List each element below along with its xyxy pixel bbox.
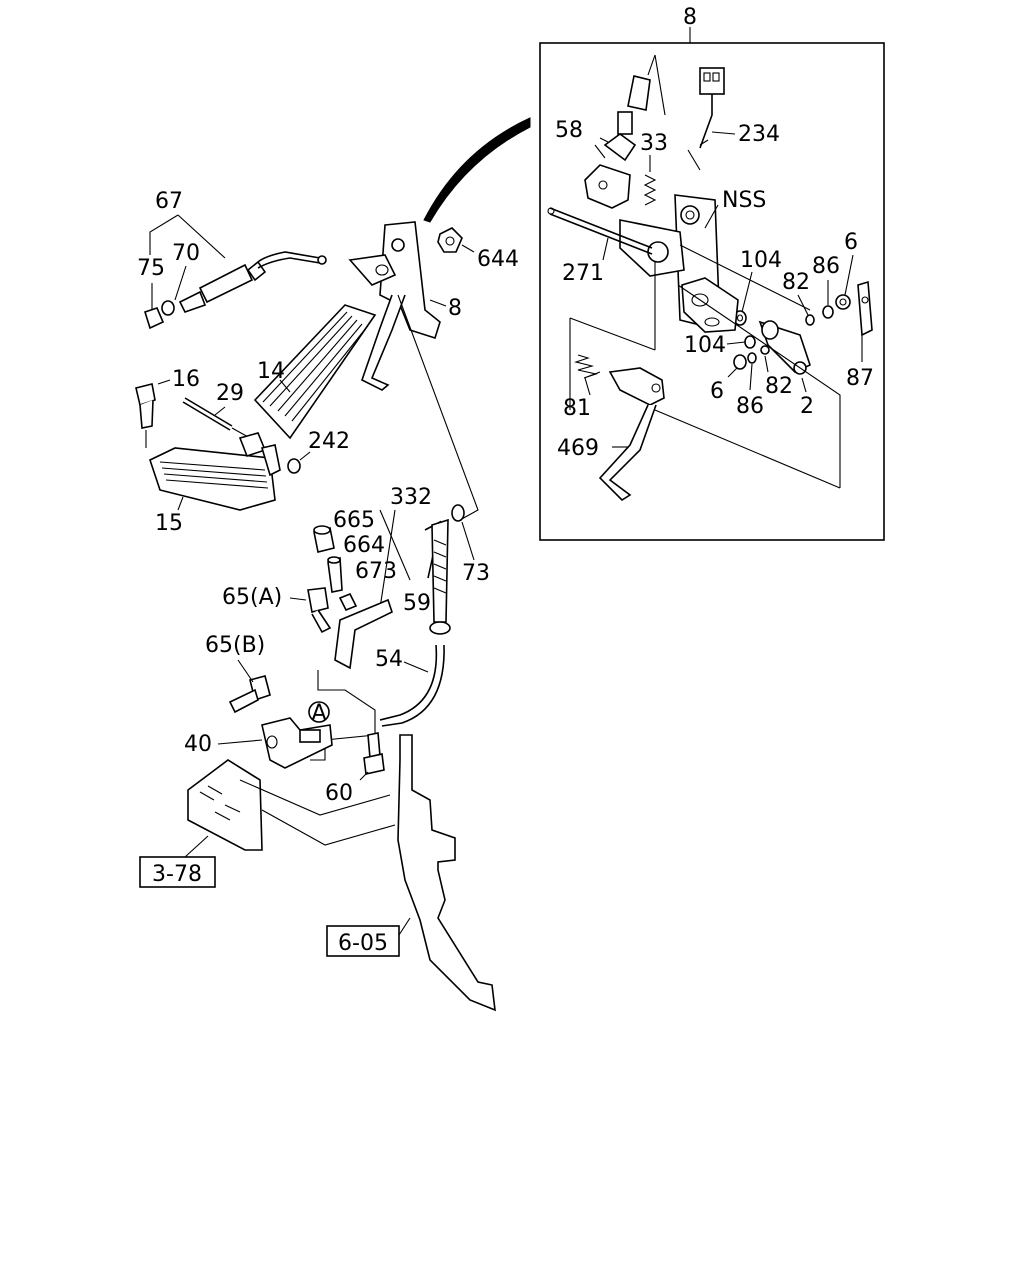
callout-75: 75 [137,256,165,281]
nut-75 [144,307,165,330]
reference-box-6-05: 6-05 [326,917,411,957]
ref-3-78: 3-78 [152,862,202,887]
pin-29 [182,397,233,431]
pin-82-upper [805,314,815,326]
lever-469 [598,367,665,502]
callout-104-lower: 104 [684,333,726,358]
washer-242 [287,458,301,474]
callout-234: 234 [738,122,780,147]
callout-65a: 65(A) [222,585,282,610]
spring-33 [643,174,657,206]
cable-54 [379,518,451,727]
callout-2: 2 [800,394,814,419]
floor-bracket [261,670,376,769]
callout-673: 673 [355,559,397,584]
lever-plate [681,277,739,333]
callout-59: 59 [403,591,431,616]
nut-6-lower [733,354,747,370]
ref-6-05: 6-05 [338,931,388,956]
callout-644: 644 [477,247,519,272]
callout-67: 67 [155,189,183,214]
reference-box-3-78: 3-78 [139,835,216,888]
callout-271: 271 [562,261,604,286]
pedal-pad-14 [253,304,377,440]
bracket-87 [857,280,873,337]
callout-60: 60 [325,781,353,806]
callout-104-upper: 104 [740,248,782,273]
callout-82-lower: 82 [765,374,793,399]
bolt-60 [363,732,385,775]
callout-6-lower: 6 [710,379,724,404]
body-panel [187,734,496,1012]
callout-6-upper: 6 [844,230,858,255]
callout-469: 469 [557,436,599,461]
bolt-65a [307,587,332,634]
washer-73 [451,504,465,522]
arm-2 [758,320,811,375]
callout-332: 332 [390,485,432,510]
callout-58: 58 [555,118,583,143]
callout-A: A [311,701,326,726]
pin-82-lower [760,345,770,355]
bolt-16 [135,383,156,429]
callout-665: 665 [333,508,375,533]
bracket-58 [584,164,631,209]
callout-82-upper: 82 [782,270,810,295]
callout-81: 81 [563,396,591,421]
callout-NSS: NSS [722,188,766,213]
pedal-plate-15 [149,432,281,511]
detail-guide-lines [569,244,841,489]
callout-33: 33 [640,131,668,156]
callout-86-upper: 86 [812,254,840,279]
detail-box: 8 [539,5,885,541]
callout-664: 664 [343,533,385,558]
accelerator-cable-67 [178,251,327,313]
callout-65b: 65(B) [205,633,265,658]
callout-16: 16 [172,367,200,392]
callout-86-lower: 86 [736,394,764,419]
spring-81 [574,354,601,379]
callout-15: 15 [155,511,183,536]
callout-73: 73 [462,561,490,586]
shaft-271 [547,207,653,255]
callout-8-main: 8 [448,296,462,321]
nut-673 [338,592,358,612]
connector-234 [687,67,725,171]
callout-29: 29 [216,381,244,406]
pedal-assembly-8 [348,221,441,391]
nut-644 [437,227,463,253]
cap-665 [313,525,335,553]
callout-70: 70 [172,241,200,266]
callout-242: 242 [308,429,350,454]
throttle-switch [603,54,666,162]
detail-link-arc [423,117,531,223]
bracket-332 [334,598,393,670]
cable-route-line [397,294,479,521]
washer-104-lower [744,335,756,349]
callout-14: 14 [257,359,285,384]
callout-87: 87 [846,366,874,391]
bracket-lines-67 [149,214,226,259]
bolt-65b [228,675,271,714]
callout-54: 54 [375,647,403,672]
washer-86-upper [822,305,834,319]
callout-40: 40 [184,732,212,757]
washer-86-lower [747,352,757,364]
bolt-664 [327,556,343,593]
callout-8-detail: 8 [683,5,697,30]
nut-6-upper [835,294,851,310]
washer-70 [161,300,175,316]
